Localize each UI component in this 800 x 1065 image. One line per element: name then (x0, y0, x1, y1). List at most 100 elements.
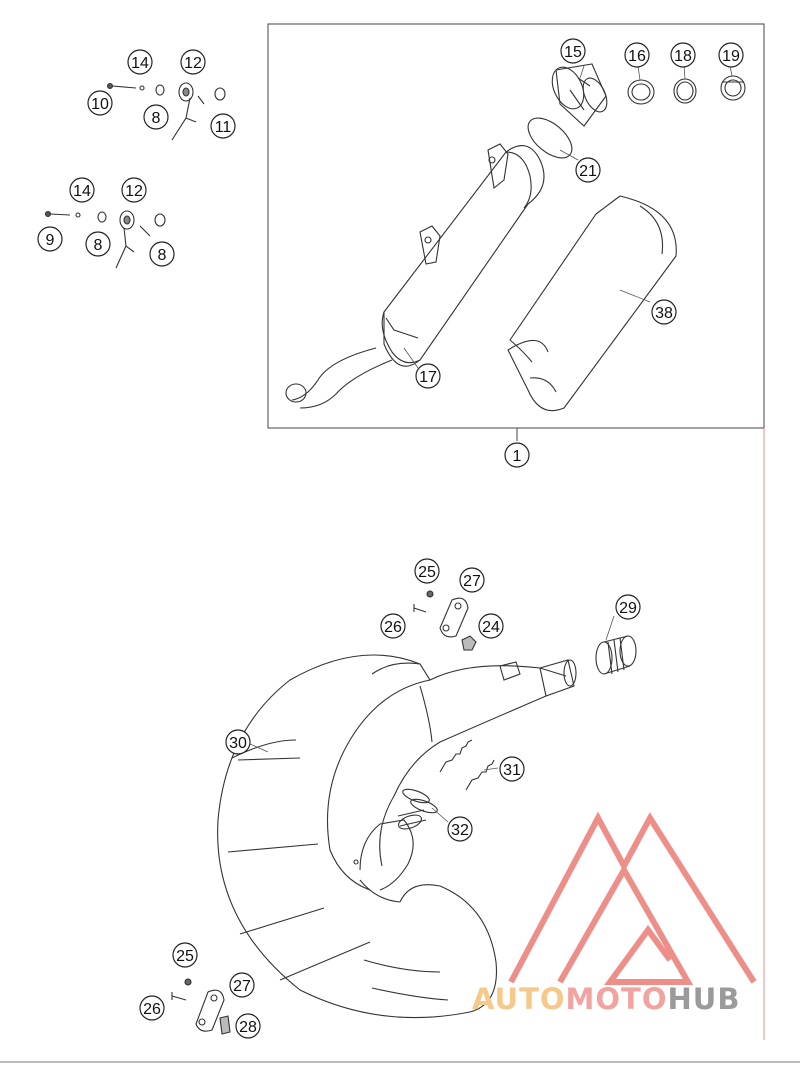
callout-circle (478, 613, 504, 639)
callout-c27b: 27 (229, 972, 255, 998)
callout-circle (615, 594, 641, 620)
bolt-25b (184, 978, 192, 986)
callout-circle (235, 1013, 261, 1039)
callout-c15: 15 (560, 38, 586, 64)
callout-circle (575, 157, 601, 183)
callout-c10: 10 (87, 90, 113, 116)
callout-label: 32 (451, 822, 469, 839)
seal-ring-32b (410, 798, 438, 814)
callout-c27a: 27 (459, 567, 485, 593)
callout-c18: 18 (670, 42, 696, 68)
washer-8b (97, 211, 107, 223)
bolt-9 (49, 213, 71, 216)
callout-circle (415, 363, 441, 389)
callout-label: 11 (215, 119, 232, 136)
bolt-26b (171, 992, 187, 1001)
callout-c11: 11 (210, 113, 236, 139)
logo-triangle-inner (557, 863, 694, 985)
seal-29 (595, 635, 637, 675)
callout-c25a: 25 (414, 558, 440, 584)
watermark-auto: AUTO (472, 982, 566, 1016)
callout-label: 1 (513, 448, 522, 465)
spring-31a (439, 739, 473, 773)
logo-triangle-outer (508, 811, 757, 984)
callout-label: 16 (628, 48, 646, 65)
callout-c32: 32 (447, 816, 473, 842)
callout-c25b: 25 (172, 942, 198, 968)
callout-label: 29 (619, 600, 637, 617)
callout-circle (624, 42, 650, 68)
callout-c8b: 8 (85, 231, 111, 257)
callout-label: 14 (73, 183, 91, 200)
callout-circle (718, 42, 744, 68)
callout-c28: 28 (235, 1013, 261, 1039)
callout-label: 31 (503, 762, 521, 779)
callout-label: 18 (674, 48, 692, 65)
callout-circle (499, 756, 525, 782)
callout-circle (225, 729, 251, 755)
bolt-26a (413, 604, 427, 613)
callout-circle (85, 231, 111, 257)
callout-c26b: 26 (139, 995, 165, 1021)
callout-label: 12 (184, 55, 202, 72)
callout-c38: 38 (651, 299, 677, 325)
packing-38 (507, 195, 677, 412)
clamp-27b (195, 989, 225, 1032)
callout-label: 19 (722, 48, 740, 65)
callout-c24: 24 (478, 613, 504, 639)
callout-circle (670, 42, 696, 68)
automotohub-logo-mark (508, 811, 757, 985)
callout-c31: 31 (499, 756, 525, 782)
callout-circle (143, 104, 169, 130)
callout-circle (651, 299, 677, 325)
callout-label: 21 (579, 163, 597, 180)
callout-c8a: 8 (143, 104, 169, 130)
callout-circle (139, 995, 165, 1021)
washer-8c (154, 213, 166, 227)
callout-c14a: 14 (127, 49, 153, 75)
ring-19 (720, 75, 746, 101)
callout-c21: 21 (575, 157, 601, 183)
damper-12a-inner (182, 87, 190, 97)
callout-label: 25 (176, 948, 194, 965)
clip-28 (219, 1015, 231, 1035)
washer-14 (139, 85, 145, 91)
callout-c14b: 14 (69, 177, 95, 203)
mount-group-a (106, 82, 226, 141)
callout-circle (504, 442, 530, 468)
silencer-body-17 (285, 143, 545, 409)
callout-c26a: 26 (380, 613, 406, 639)
end-cap-15 (551, 63, 608, 127)
callout-c9: 9 (37, 226, 63, 252)
seal-ring-32 (402, 788, 430, 804)
pipe-stub-32 (353, 809, 427, 891)
callout-c12b: 12 (121, 177, 147, 203)
bracket-b (115, 225, 151, 269)
damper-12b (119, 210, 135, 230)
callout-circle (172, 942, 198, 968)
bolt-head-9 (44, 210, 52, 218)
clamp-27a (439, 597, 469, 638)
callout-label: 38 (655, 305, 673, 322)
callout-circle (447, 816, 473, 842)
callout-label: 27 (463, 573, 481, 590)
callout-circle (37, 226, 63, 252)
bracket-a (171, 95, 205, 141)
callout-circle (560, 38, 586, 64)
callout-c16: 16 (624, 42, 650, 68)
leader-lines (249, 65, 733, 823)
ring-16 (627, 79, 655, 105)
callout-label: 8 (94, 237, 103, 254)
callout-label: 17 (419, 369, 437, 386)
callout-c17: 17 (415, 363, 441, 389)
watermark-moto: MOTO (565, 982, 668, 1016)
callout-label: 10 (91, 96, 109, 113)
exhaust-pipe-30 (217, 654, 577, 1019)
ring-18 (673, 78, 697, 104)
bolt-25a (426, 590, 434, 598)
callout-c1: 1 (504, 442, 530, 468)
callout-circle (380, 613, 406, 639)
nut-24 (461, 635, 477, 651)
